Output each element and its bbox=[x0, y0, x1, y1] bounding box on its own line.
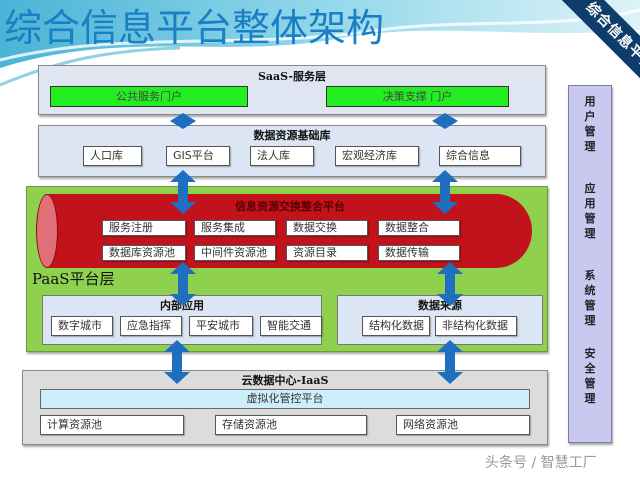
double-arrow-saas-data-right bbox=[432, 113, 458, 129]
storage-resource-pool[interactable]: 存储资源池 bbox=[215, 415, 367, 435]
management-column: 用户管理 应用管理 系统管理 安全管理 bbox=[568, 85, 612, 443]
double-arrow-exchange-internal bbox=[170, 262, 196, 306]
compute-resource-pool[interactable]: 计算资源池 bbox=[40, 415, 184, 435]
saas-layer: SaaS-服务层 公共服务门户 决策支撑 门户 bbox=[38, 65, 546, 115]
service-integration[interactable]: 服务集成 bbox=[194, 220, 276, 236]
digital-city[interactable]: 数字城市 bbox=[51, 316, 113, 336]
population-db[interactable]: 人口库 bbox=[83, 146, 142, 166]
safe-city[interactable]: 平安城市 bbox=[189, 316, 253, 336]
exchange-platform-title: 信息资源交换整合平台 bbox=[235, 200, 345, 213]
smart-traffic[interactable]: 智能交通 bbox=[260, 316, 322, 336]
service-registration[interactable]: 服务注册 bbox=[102, 220, 186, 236]
resource-catalog[interactable]: 资源目录 bbox=[286, 245, 368, 261]
emergency-command[interactable]: 应急指挥 bbox=[120, 316, 182, 336]
double-arrow-data-paas-right bbox=[432, 170, 458, 214]
data-sources-panel: 数据来源 结构化数据 非结构化数据 bbox=[337, 295, 543, 345]
legal-person-db[interactable]: 法人库 bbox=[250, 146, 314, 166]
unstructured-data[interactable]: 非结构化数据 bbox=[435, 316, 517, 336]
structured-data[interactable]: 结构化数据 bbox=[362, 316, 430, 336]
data-transfer[interactable]: 数据传输 bbox=[378, 245, 460, 261]
data-resource-title: 数据资源基础库 bbox=[253, 129, 331, 142]
user-management[interactable]: 用户管理 bbox=[584, 95, 596, 153]
double-arrow-data-paas-left bbox=[170, 170, 196, 214]
app-management[interactable]: 应用管理 bbox=[584, 182, 596, 240]
internal-apps-title: 内部应用 bbox=[160, 299, 204, 312]
public-service-portal[interactable]: 公共服务门户 bbox=[50, 86, 248, 107]
database-resource-pool[interactable]: 数据库资源池 bbox=[102, 245, 186, 261]
saas-title: SaaS-服务层 bbox=[257, 70, 327, 83]
decision-support-portal[interactable]: 决策支撑 门户 bbox=[326, 86, 509, 107]
double-arrow-saas-data-left bbox=[170, 113, 196, 129]
middleware-resource-pool[interactable]: 中间件资源池 bbox=[194, 245, 276, 261]
gis-platform[interactable]: GIS平台 bbox=[166, 146, 230, 166]
data-integration[interactable]: 数据整合 bbox=[378, 220, 460, 236]
page-title: 综合信息平台整体架构 bbox=[4, 6, 385, 50]
comprehensive-info-db[interactable]: 综合信息 bbox=[439, 146, 521, 166]
double-arrow-sources-iaas bbox=[437, 340, 463, 384]
iaas-layer: 云数据中心-IaaS 虚拟化管控平台 计算资源池 存储资源池 网络资源池 bbox=[22, 370, 548, 445]
watermark: 头条号 / 智慧工厂 bbox=[485, 455, 597, 471]
network-resource-pool[interactable]: 网络资源池 bbox=[396, 415, 530, 435]
double-arrow-internal-iaas bbox=[164, 340, 190, 384]
macro-economy-db[interactable]: 宏观经济库 bbox=[335, 146, 419, 166]
data-resource-layer: 数据资源基础库 人口库 GIS平台 法人库 宏观经济库 综合信息 bbox=[38, 125, 546, 177]
cylinder-end-cap bbox=[36, 194, 58, 268]
security-management[interactable]: 安全管理 bbox=[584, 347, 596, 405]
virtualization-platform[interactable]: 虚拟化管控平台 bbox=[40, 389, 530, 409]
system-management[interactable]: 系统管理 bbox=[584, 269, 596, 327]
paas-layer-label: PaaS平台层 bbox=[32, 270, 115, 288]
double-arrow-exchange-sources bbox=[437, 262, 463, 306]
data-exchange[interactable]: 数据交换 bbox=[286, 220, 368, 236]
iaas-title: 云数据中心-IaaS bbox=[241, 374, 329, 387]
